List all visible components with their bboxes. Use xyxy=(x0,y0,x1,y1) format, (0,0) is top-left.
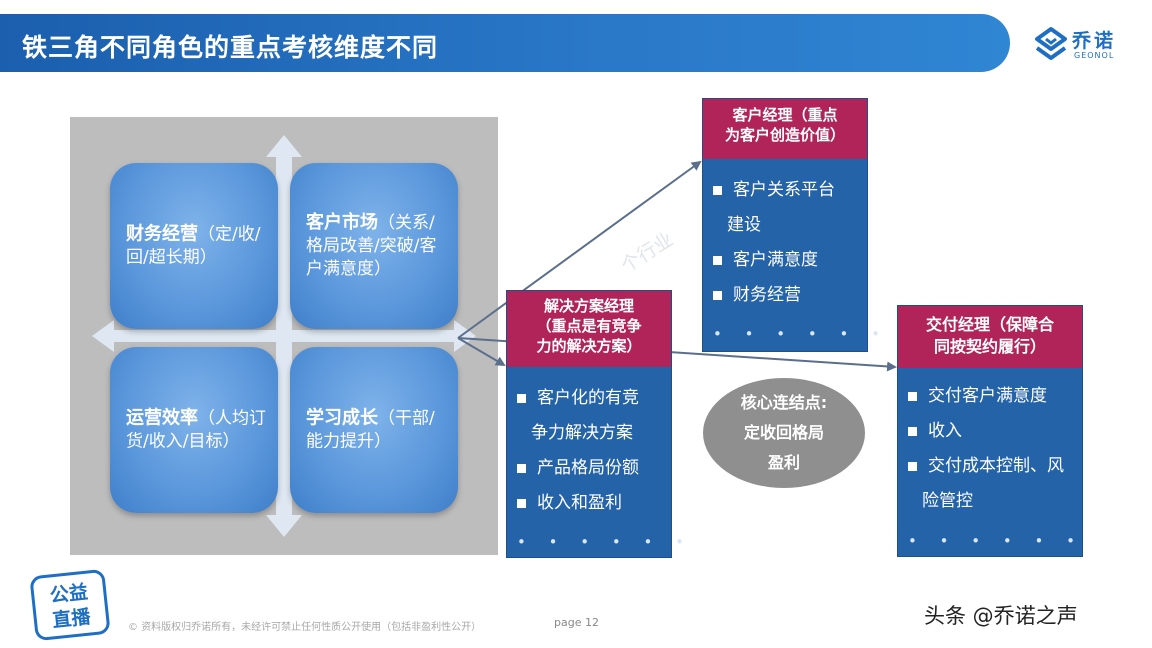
source-attribution: 头条 @乔诺之声 xyxy=(924,604,1078,628)
copyright-note: © 资料版权归乔诺所有，未经许可禁止任何性质公开使用（包括非盈利性公开） xyxy=(128,622,482,633)
logo-text-cn: 乔诺 xyxy=(1072,30,1117,52)
list-item: 交付成本控制、风 xyxy=(898,449,1082,484)
list-item-cont: 建设 xyxy=(727,215,761,235)
card-delivery-manager-title: 交付经理（保障合 同按契约履行） xyxy=(898,306,1082,368)
svg-text:直播: 直播 xyxy=(51,605,92,632)
svg-text:公益: 公益 xyxy=(49,580,89,607)
list-item-cont: 险管控 xyxy=(922,491,973,511)
ellipsis-dots: • • • • • • xyxy=(517,533,693,551)
logo-mark-icon xyxy=(1035,27,1067,60)
watermark: 个行业 xyxy=(617,228,678,278)
card-solution-manager: 解决方案经理 （重点是有竞争 力的解决方案） 客户化的有竞 争力解决方案 产品格… xyxy=(506,290,684,558)
card-delivery-manager: 交付经理（保障合 同按契约履行） 交付客户满意度 收入 交付成本控制、风 险管控… xyxy=(897,305,1083,557)
quadrant-operation-efficiency: 运营效率（人均订货/收入/目标） xyxy=(110,347,278,513)
quadrant-finance: 财务经营（定/收/回/超长期） xyxy=(110,163,278,329)
list-item: 收入和盈利 xyxy=(507,486,671,521)
page-number: page 12 xyxy=(554,616,599,629)
card-account-manager: 客户经理（重点 为客户创造价值） 客户关系平台 建设 客户满意度 财务经营 • … xyxy=(702,98,880,352)
list-item: 收入 xyxy=(898,414,1082,449)
quadrant-customer-market: 客户市场（关系/格局改善/突破/客户满意度） xyxy=(290,163,458,329)
card-solution-manager-title: 解决方案经理 （重点是有竞争 力的解决方案） xyxy=(507,291,671,367)
core-connection-point: 核心连结点: 定收回格局 盈利 xyxy=(703,378,865,488)
logo-text-en: GEONOL xyxy=(1074,51,1115,60)
card-account-manager-title: 客户经理（重点 为客户创造价值） xyxy=(703,99,867,159)
dimension-panel: 财务经营（定/收/回/超长期） 客户市场（关系/格局改善/突破/客户满意度） 运… xyxy=(70,117,498,555)
quadrant-learning-growth: 学习成长（干部/能力提升） xyxy=(290,347,458,513)
list-item-cont: 争力解决方案 xyxy=(531,423,633,443)
list-item: 客户关系平台 xyxy=(703,173,867,208)
list-item: 产品格局份额 xyxy=(507,451,671,486)
cross-arrows xyxy=(92,135,476,537)
list-item: 客户化的有竞 xyxy=(507,381,671,416)
page-title: 铁三角不同角色的重点考核维度不同 xyxy=(22,33,439,62)
list-item: 交付客户满意度 xyxy=(898,379,1082,414)
list-item: 客户满意度 xyxy=(703,243,867,278)
list-item: 财务经营 xyxy=(703,278,867,313)
ellipsis-dots: • • • • • • xyxy=(908,532,1084,550)
title-bar: 铁三角不同角色的重点考核维度不同 xyxy=(0,14,1010,72)
brand-logo: 乔诺 GEONOL xyxy=(1034,24,1134,68)
ellipsis-dots: • • • • • • xyxy=(713,325,889,343)
public-live-badge: 公益 直播 xyxy=(30,569,110,641)
